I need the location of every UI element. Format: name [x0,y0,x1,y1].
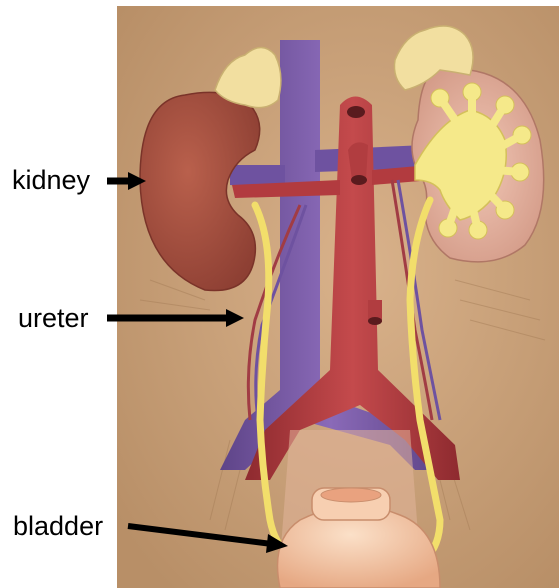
mesenteric-opening [351,175,367,185]
urachus-opening [321,488,381,502]
bladder-label: bladder [13,513,103,540]
kidney-label: kidney [12,167,90,194]
inferior-mesenteric-opening [368,317,382,325]
aorta-opening [347,106,365,118]
ureter-label: ureter [18,305,89,332]
